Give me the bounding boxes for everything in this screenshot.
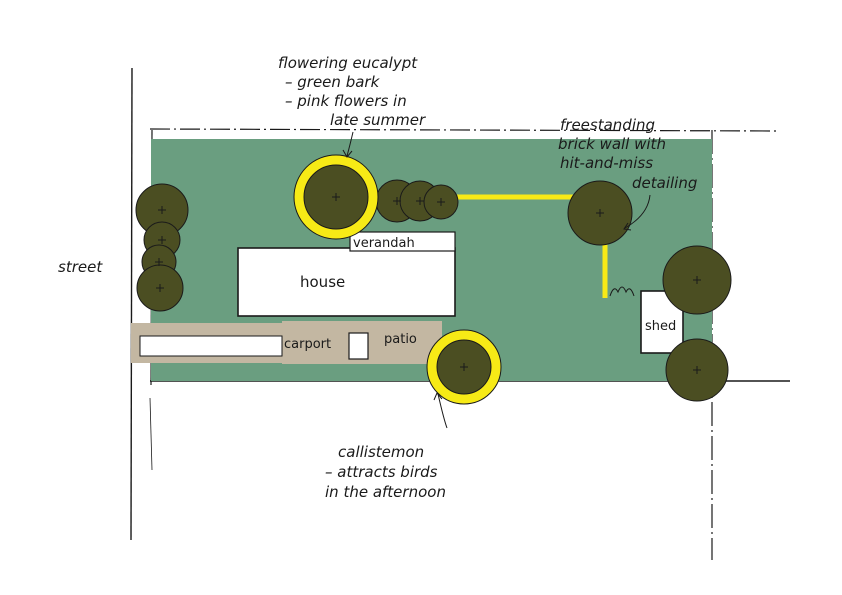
verandah-deck [349, 231, 456, 252]
verandah: verandah [349, 231, 456, 252]
eucalypt-note: flowering eucalypt – green bark – pink f… [278, 54, 426, 129]
wall-end-scribble [609, 286, 635, 297]
verandah-label: verandah [353, 236, 415, 251]
callistemon-note-line: – attracts birds [325, 463, 438, 481]
house-building [237, 247, 456, 317]
tree-centre-marks [155, 193, 701, 374]
shed-label: shed [645, 319, 676, 334]
patio-label: patio [384, 332, 417, 347]
eucalypt-note-line: flowering eucalypt [278, 54, 418, 72]
driveway-strip [139, 335, 283, 357]
carport-label: carport [284, 337, 331, 352]
wall-note-line: hit-and-miss [560, 154, 653, 172]
street-label: street [58, 258, 103, 276]
house-label: house [300, 273, 345, 291]
eucalypt-note-line: – pink flowers in [285, 92, 407, 110]
eucalypt-note-line: late summer [330, 111, 426, 129]
leader-lines [342, 131, 651, 429]
callistemon-note: callistemon – attracts birds in the afte… [325, 443, 446, 501]
wall-note-line: freestanding [560, 116, 655, 134]
wall-note: freestanding brick wall with hit-and-mis… [558, 116, 697, 192]
callistemon-note-line: callistemon [338, 443, 424, 461]
house: house [237, 247, 456, 317]
wall-note-line: detailing [632, 174, 697, 192]
wall-note-line: brick wall with [558, 135, 666, 153]
callistemon-note-line: in the afternoon [325, 483, 446, 501]
eucalypt-note-line: – green bark [285, 73, 381, 91]
carport-post-box [348, 332, 369, 360]
